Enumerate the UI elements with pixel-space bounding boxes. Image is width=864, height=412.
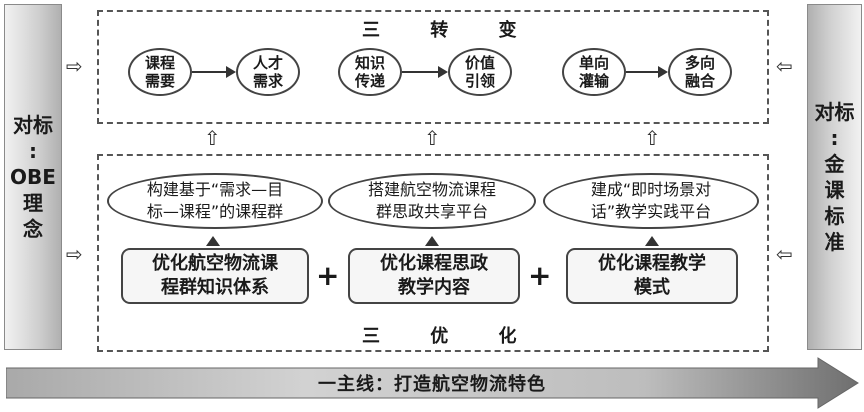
hollow-arrow-right-icon: ⇨ xyxy=(66,54,83,78)
three-optimizations-section xyxy=(97,154,769,352)
oval-text: 需要 xyxy=(144,72,175,90)
hollow-arrow-up-icon: ⇧ xyxy=(204,126,221,150)
right-pillar-line: 课 xyxy=(824,178,845,202)
box-text: 优化课程教学 xyxy=(598,253,706,274)
oval-text: 群思政共享平台 xyxy=(375,202,488,221)
oval-text: 引领 xyxy=(464,72,495,90)
oval-multi-way-integration: 多向 融合 xyxy=(668,48,732,96)
left-pillar-line: OBE xyxy=(10,165,56,189)
oval-text: 多向 xyxy=(684,54,715,72)
hollow-arrow-right-icon: ⇨ xyxy=(66,242,83,266)
hollow-arrow-left-icon: ⇦ xyxy=(776,54,793,78)
connector-line xyxy=(192,71,226,73)
oval-text: 传递 xyxy=(354,72,385,90)
oval-text: 构建基于“需求—目 xyxy=(146,180,284,199)
section-title-transformations: 三 转 变 xyxy=(362,20,539,41)
plus-sign: + xyxy=(316,259,340,292)
oval-text: 标—课程”的课程群 xyxy=(146,202,284,221)
right-pillar-line: : xyxy=(830,126,839,150)
left-pillar-line: 理 xyxy=(22,191,43,215)
oval-text: 单向 xyxy=(578,54,609,72)
box-text: 优化航空物流课 xyxy=(152,253,278,274)
arrowhead-right-icon xyxy=(438,66,448,78)
hollow-arrow-up-icon: ⇧ xyxy=(644,126,661,150)
box-text: 教学内容 xyxy=(398,277,470,298)
oval-text: 搭建航空物流课程 xyxy=(367,180,496,199)
triangle-up-icon xyxy=(425,236,439,246)
left-pillar-line: : xyxy=(28,139,37,163)
arrowhead-right-icon xyxy=(226,66,236,78)
oval-knowledge-transfer: 知识 传递 xyxy=(338,48,402,96)
oval-text: 融合 xyxy=(684,72,715,90)
oval-text: 需求 xyxy=(252,72,283,90)
section-title-optimizations: 三 优 化 xyxy=(362,326,539,347)
oval-text: 话”教学实践平台 xyxy=(590,202,712,221)
box-text: 模式 xyxy=(634,277,670,298)
right-pillar-line: 准 xyxy=(824,230,845,254)
oval-talent-demand: 人才 需求 xyxy=(236,48,300,96)
hollow-arrow-up-icon: ⇧ xyxy=(424,126,441,150)
oval-value-guidance: 价值 引领 xyxy=(448,48,512,96)
oval-ideological-sharing-platform: 搭建航空物流课程 群思政共享平台 xyxy=(328,173,536,229)
oval-text: 人才 xyxy=(252,54,283,72)
oval-course-needs: 课程 需要 xyxy=(128,48,192,96)
left-pillar-line: 对标 xyxy=(12,113,53,137)
hollow-arrow-left-icon: ⇦ xyxy=(776,242,793,266)
oval-one-way-infusion: 单向 灌输 xyxy=(562,48,626,96)
right-pillar-golden-course: 对标 : 金 课 标 准 xyxy=(807,4,862,350)
three-transformations-section xyxy=(97,10,769,124)
left-pillar-line: 念 xyxy=(22,217,43,241)
oval-text: 知识 xyxy=(354,54,385,72)
plus-sign: + xyxy=(528,259,552,292)
connector-line xyxy=(626,71,658,73)
arrowhead-right-icon xyxy=(658,66,668,78)
oval-text: 灌输 xyxy=(578,72,609,90)
oval-text: 价值 xyxy=(464,54,495,72)
box-text: 优化课程思政 xyxy=(380,253,488,274)
box-optimize-ideological-content: 优化课程思政 教学内容 xyxy=(348,248,520,304)
triangle-up-icon xyxy=(206,236,220,246)
right-pillar-line: 金 xyxy=(824,152,845,176)
left-pillar-obe: 对标 : OBE 理 念 xyxy=(4,4,62,350)
oval-text: 建成“即时场景对 xyxy=(590,180,712,199)
oval-build-course-group: 构建基于“需求—目 标—课程”的课程群 xyxy=(107,173,323,229)
main-line-label: 一主线：打造航空物流特色 xyxy=(318,374,546,395)
connector-line xyxy=(402,71,438,73)
box-text: 程群知识体系 xyxy=(161,277,269,298)
main-line-arrow xyxy=(6,357,859,409)
oval-scenario-dialogue-platform: 建成“即时场景对 话”教学实践平台 xyxy=(543,173,759,229)
triangle-up-icon xyxy=(645,236,659,246)
box-optimize-teaching-mode: 优化课程教学 模式 xyxy=(566,248,738,304)
right-pillar-line: 对标 xyxy=(814,100,855,124)
right-pillar-line: 标 xyxy=(824,204,845,228)
box-optimize-knowledge-system: 优化航空物流课 程群知识体系 xyxy=(121,248,309,304)
oval-text: 课程 xyxy=(144,54,175,72)
